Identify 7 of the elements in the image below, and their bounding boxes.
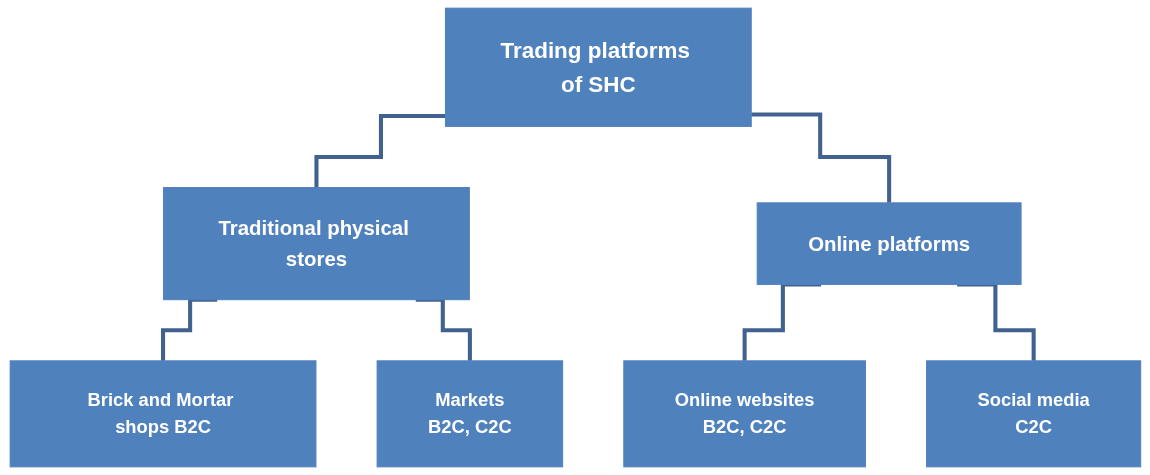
node-box: Traditional physical stores: [162, 187, 470, 301]
node-box: Online platforms: [756, 202, 1022, 285]
node-box: Online websites B2C, C2C: [622, 360, 866, 468]
node-box: Brick and Mortar shops B2C: [9, 360, 316, 468]
node-box: Social media C2C: [925, 360, 1141, 468]
node-box: Trading platforms of SHC: [444, 7, 752, 127]
node-box: Markets B2C, C2C: [376, 360, 563, 468]
